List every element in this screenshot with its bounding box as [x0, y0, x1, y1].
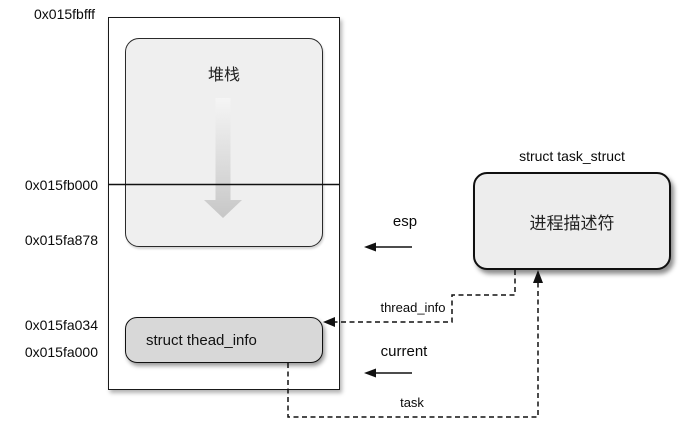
- thread-info-pointer-label: thread_info: [380, 300, 446, 315]
- thread-info-pointer-line: [323, 270, 516, 327]
- address-label-top: 0x015fbfff: [34, 6, 95, 22]
- address-label-thread-info-top: 0x015fa034: [24, 317, 98, 333]
- task-struct-box-label: 进程描述符: [529, 213, 615, 233]
- esp-pointer-label: esp: [392, 213, 418, 230]
- task-pointer-label: task: [400, 395, 424, 410]
- address-label-esp: 0x015fa878: [24, 232, 98, 248]
- stack-box-label: 堆栈: [207, 67, 240, 84]
- address-label-page-boundary: 0x015fb000: [24, 177, 98, 193]
- task-struct-title: struct task_struct: [519, 148, 625, 164]
- thread-info-box-label: struct thead_info: [146, 331, 257, 349]
- esp-arrow-icon: [364, 242, 412, 252]
- current-pointer-label: current: [380, 343, 428, 360]
- stack-box: 堆栈: [125, 38, 323, 247]
- task-pointer-arrowhead-icon: [533, 270, 543, 283]
- task-struct-box: 进程描述符: [473, 172, 671, 270]
- address-label-thread-info-base: 0x015fa000: [24, 344, 98, 360]
- thread-info-box: struct thead_info: [125, 317, 323, 363]
- current-arrow-icon: [364, 368, 412, 378]
